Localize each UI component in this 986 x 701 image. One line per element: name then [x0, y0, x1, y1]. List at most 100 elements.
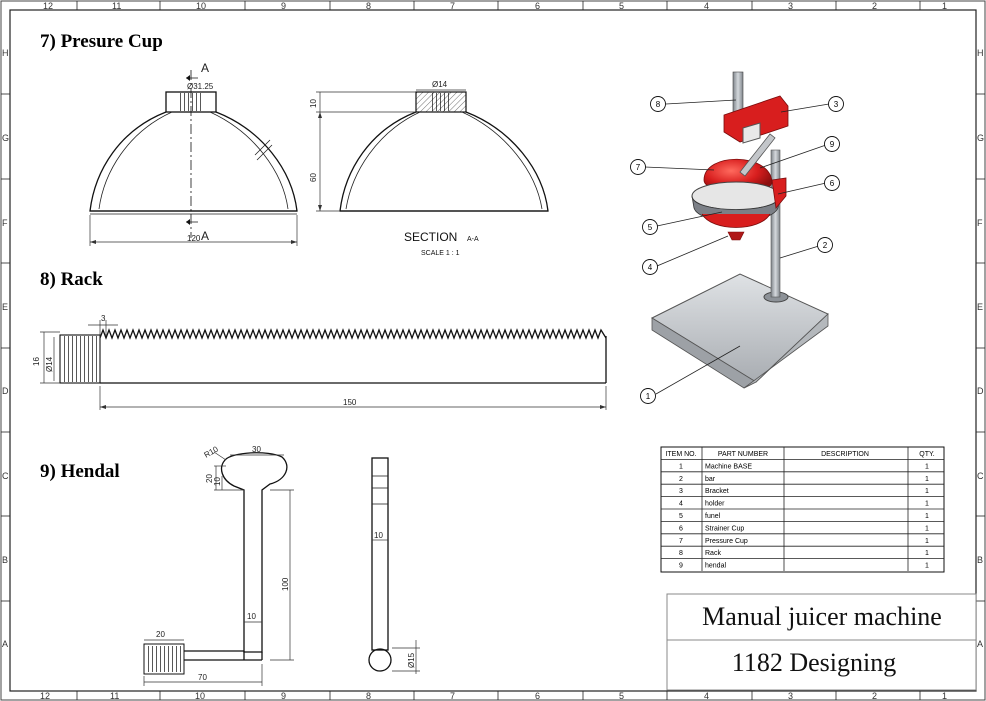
- bom-cell-item: 5: [679, 513, 683, 520]
- zone-row-d-right: D: [977, 386, 984, 396]
- zone-col-5-bottom: 5: [619, 691, 624, 701]
- zone-col-5: 5: [619, 1, 624, 11]
- zone-row-h: H: [2, 48, 9, 58]
- zone-col-12-bottom: 12: [40, 691, 50, 701]
- cup-dim-width-line: [89, 215, 298, 246]
- bom-cell-part: Bracket: [705, 488, 729, 495]
- bom-cell-item: 3: [679, 488, 683, 495]
- bom-cell-item: 6: [679, 525, 683, 532]
- cup-dim-section-dia: Ø14: [432, 80, 448, 89]
- bom-cell-item: 7: [679, 538, 683, 545]
- bom-cell-item: 4: [679, 501, 683, 508]
- bom-cell-part: funel: [705, 513, 721, 520]
- handle-front-view: [143, 451, 294, 686]
- bom-cell-part: bar: [705, 476, 716, 483]
- zone-col-1-bottom: 1: [942, 691, 947, 701]
- handle-section-title: 9) Hendal: [40, 461, 120, 482]
- balloon-3: 3: [828, 96, 844, 112]
- rack-drawing: [40, 320, 607, 410]
- svg-text:8: 8: [656, 100, 661, 109]
- zone-row-a: A: [2, 639, 8, 649]
- svg-text:7: 7: [636, 163, 641, 172]
- zone-row-e: E: [2, 302, 8, 312]
- zone-row-f: F: [2, 218, 8, 228]
- rack-dim-length: 150: [343, 398, 357, 407]
- zone-row-g: G: [2, 133, 9, 143]
- bom-cell-qty: 1: [925, 488, 929, 495]
- handle-dim-10b: 10: [247, 612, 256, 621]
- cup-dim-width: 120: [187, 234, 201, 243]
- bom-cell-qty: 1: [925, 476, 929, 483]
- zone-col-7: 7: [450, 1, 455, 11]
- bom-row: 6 Strainer Cup 1: [679, 525, 929, 532]
- cup-section-marker-top: A: [201, 61, 209, 75]
- title-block-name: Manual juicer machine: [702, 602, 942, 631]
- cup-section-marker-bottom: A: [201, 229, 209, 243]
- zone-col-8-bottom: 8: [366, 691, 371, 701]
- svg-text:5: 5: [648, 223, 653, 232]
- bom-cell-qty: 1: [925, 550, 929, 557]
- handle-dim-top-width: 30: [252, 445, 261, 454]
- zone-col-11-bottom: 11: [110, 691, 119, 701]
- zone-row-g-right: G: [977, 133, 984, 143]
- balloon-4: 4: [642, 259, 658, 275]
- cup-section-label: SECTION: [404, 230, 457, 244]
- balloon-5: 5: [642, 219, 658, 235]
- bom-row: 7 Pressure Cup 1: [679, 538, 929, 545]
- rack-dim-tooth: 3: [101, 314, 106, 323]
- rack-section-title: 8) Rack: [40, 269, 103, 290]
- svg-text:9: 9: [830, 140, 835, 149]
- zone-row-e-right: E: [977, 302, 983, 312]
- bom-cell-qty: 1: [925, 525, 929, 532]
- bom-cell-qty: 1: [925, 463, 929, 470]
- handle-dim-10a: 10: [213, 477, 222, 486]
- balloon-7: 7: [630, 159, 646, 175]
- handle-dim-70: 70: [198, 673, 207, 682]
- zone-labels-right: H G F E D C B A: [977, 48, 984, 649]
- balloon-9: 9: [824, 136, 840, 152]
- rack-dim-height: 16: [32, 357, 41, 366]
- zone-labels-left: H G F E D C B A: [2, 48, 9, 649]
- rack-dim-dia: Ø14: [45, 356, 54, 372]
- bom-cell-qty: 1: [925, 538, 929, 545]
- cup-dim-top-dia: Ø31.25: [187, 82, 214, 91]
- svg-text:3: 3: [834, 100, 839, 109]
- title-block: Manual juicer machine 1182 Designing: [666, 593, 977, 691]
- cup-section-suffix: A-A: [467, 236, 479, 243]
- svg-text:2: 2: [823, 241, 828, 250]
- title-block-designer: 1182 Designing: [732, 648, 896, 677]
- bom-cell-part: holder: [705, 501, 725, 508]
- handle-dim-side: 10: [374, 531, 383, 540]
- zone-row-c-right: C: [977, 471, 984, 481]
- zone-col-9-bottom: 9: [281, 691, 286, 701]
- bom-cell-qty: 1: [925, 513, 929, 520]
- zone-row-d: D: [2, 386, 9, 396]
- zone-col-12: 12: [43, 1, 53, 11]
- zone-col-10: 10: [196, 1, 206, 11]
- bom-cell-part: Strainer Cup: [705, 525, 744, 532]
- balloon-1: 1: [640, 388, 656, 404]
- zone-col-11: 11: [112, 1, 121, 11]
- zone-row-a-right: A: [977, 639, 983, 649]
- bom-cell-qty: 1: [925, 501, 929, 508]
- bom-cell-item: 8: [679, 550, 683, 557]
- zone-col-2-bottom: 2: [872, 691, 877, 701]
- bom-cell-item: 2: [679, 476, 683, 483]
- bom-cell-part: Pressure Cup: [705, 538, 748, 545]
- zone-row-h-right: H: [977, 48, 984, 58]
- handle-dim-20: 20: [205, 474, 214, 483]
- handle-dim-100: 100: [281, 577, 290, 591]
- bom-cell-part: Machine BASE: [705, 463, 752, 470]
- zone-row-f-right: F: [977, 218, 983, 228]
- zone-col-6: 6: [535, 1, 540, 11]
- bom-header-item: ITEM NO.: [665, 451, 696, 458]
- bom-row: 4 holder 1: [679, 501, 929, 508]
- handle-thread: [145, 646, 183, 672]
- cup-dim-height-top: 10: [309, 99, 318, 108]
